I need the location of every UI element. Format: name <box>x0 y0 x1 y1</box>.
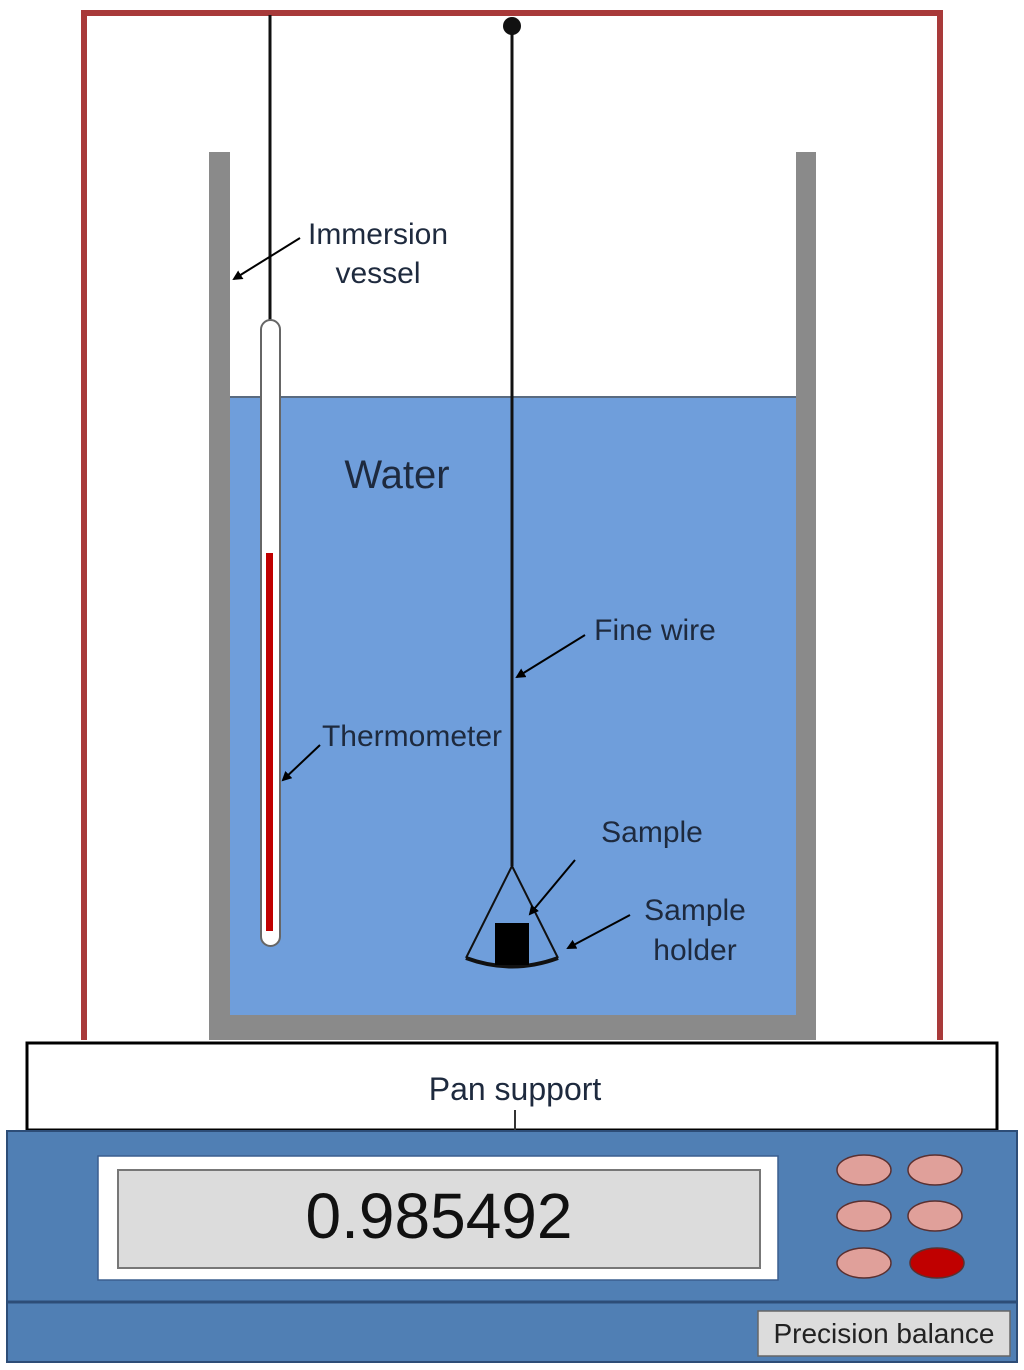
sample <box>495 923 529 965</box>
thermometer-label: Thermometer <box>322 720 502 753</box>
thermometer-arrow <box>281 744 321 782</box>
display-screen <box>117 1169 761 1269</box>
water-label: Water <box>344 453 449 497</box>
balance-button[interactable] <box>907 1154 963 1186</box>
balance-button[interactable] <box>836 1247 892 1279</box>
balance-label-plate <box>757 1310 1011 1357</box>
immersion-vessel-label: Immersion <box>308 218 448 251</box>
pan-support-label: Pan support <box>429 1071 602 1107</box>
thermometer <box>260 15 281 947</box>
fine-wire-label: Fine wire <box>594 614 716 647</box>
immersion-vessel-arrow <box>232 237 301 281</box>
sample-arrow <box>528 859 576 916</box>
balance-power-button[interactable] <box>909 1247 965 1279</box>
immersion-vessel-label-2: vessel <box>335 257 420 290</box>
sample-holder-arrow <box>566 914 631 949</box>
pan-support <box>25 1041 999 1132</box>
balance-reading: 0.985492 <box>306 1180 573 1252</box>
sample-label: Sample <box>601 816 703 849</box>
balance-button[interactable] <box>836 1154 892 1186</box>
balance-button[interactable] <box>836 1200 892 1232</box>
sample-holder-label-2: holder <box>653 934 736 967</box>
immersion-vessel <box>209 152 816 1040</box>
thermometer-fluid <box>266 553 273 931</box>
sample-holder-label: Sample <box>644 894 746 927</box>
precision-balance-label: Precision balance <box>773 1318 994 1349</box>
wire-hook <box>503 17 521 35</box>
enclosure-frame <box>81 10 943 1040</box>
fine-wire-arrow <box>515 634 586 679</box>
balance-button[interactable] <box>907 1200 963 1232</box>
precision-balance: 0.985492 Precision balance <box>6 1130 1018 1363</box>
